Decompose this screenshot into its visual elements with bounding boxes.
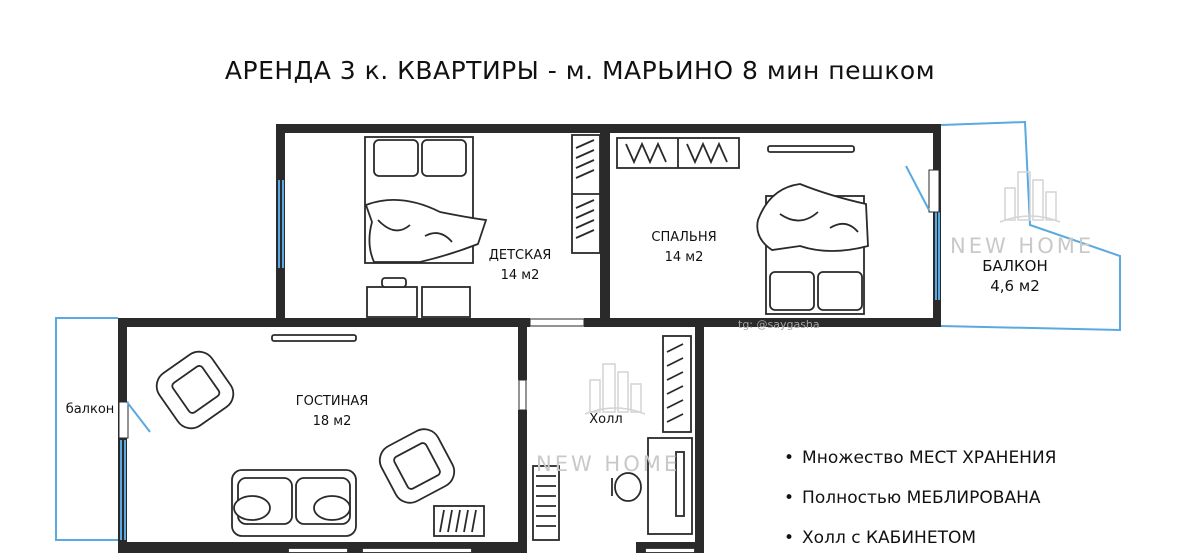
windows <box>55 120 1121 541</box>
sofa <box>231 469 357 537</box>
feature-text: Полностью МЕБЛИРОВАНА <box>802 488 1041 508</box>
furniture-bottom <box>361 547 473 553</box>
room-name: СПАЛЬНЯ <box>651 230 717 245</box>
armchair <box>155 350 235 430</box>
armchair <box>378 428 456 504</box>
listing-title: АРЕНДА 3 к. КВАРТИРЫ - м. МАРЬИНО 8 мин … <box>224 56 936 85</box>
room-name: ДЕТСКАЯ <box>488 248 552 263</box>
nightstands-detskaya <box>366 277 471 318</box>
shoe-rack <box>532 465 560 541</box>
shelf-gostinaya <box>433 505 485 537</box>
furniture-bottom <box>287 547 349 553</box>
room-name: Холл <box>589 412 623 427</box>
room-area: 18 м2 <box>312 414 352 429</box>
credit-text: tg: @saygasha <box>738 318 820 331</box>
furniture <box>155 134 869 553</box>
room-label-gostinaya: ГОСТИНАЯ 18 м2 <box>282 392 382 432</box>
watermark-logo <box>584 363 646 415</box>
room-name: БАЛКОН <box>982 257 1048 275</box>
room-label-detskaya: ДЕТСКАЯ 14 м2 <box>470 246 570 286</box>
room-label-balkon-small: балкон <box>60 400 120 420</box>
feature-item: • Множество МЕСТ ХРАНЕНИЯ <box>784 438 1057 478</box>
room-label-balkon: БАЛКОН 4,6 м2 <box>965 256 1065 296</box>
wardrobe-spalnya <box>616 137 740 169</box>
furniture-bottom <box>644 547 696 553</box>
balcony-door <box>928 169 940 213</box>
balcony-door-swing <box>905 165 930 211</box>
room-name: ГОСТИНАЯ <box>295 394 369 409</box>
chair <box>611 472 642 502</box>
desk <box>647 437 693 535</box>
room-area: 14 м2 <box>664 250 704 265</box>
room-area: 4,6 м2 <box>990 277 1040 295</box>
room-area: 14 м2 <box>500 268 540 283</box>
bullet-dot: • <box>784 488 795 508</box>
room-name: балкон <box>65 402 115 417</box>
bullet-dot: • <box>784 448 795 468</box>
tv-gostinaya <box>271 334 357 342</box>
tv-spalnya <box>767 145 855 153</box>
feature-item: • Полностью МЕБЛИРОВАНА <box>784 478 1057 518</box>
bed-spalnya <box>756 183 869 315</box>
feature-item: • Холл с КАБИНЕТОМ <box>784 518 1057 558</box>
room-label-holl: Холл <box>566 410 646 430</box>
wardrobe-detskaya <box>571 134 601 254</box>
feature-text: Множество МЕСТ ХРАНЕНИЯ <box>802 448 1057 468</box>
watermark-text: NEW HOME <box>536 452 681 476</box>
feature-text: Холл с КАБИНЕТОМ <box>802 528 976 548</box>
room-label-spalnya: СПАЛЬНЯ 14 м2 <box>634 228 734 268</box>
watermark-text: NEW HOME <box>950 234 1095 258</box>
balcony-door-swing <box>126 401 151 433</box>
wardrobe-hall <box>662 335 692 433</box>
bed-detskaya <box>364 136 488 264</box>
features-list: • Множество МЕСТ ХРАНЕНИЯ • Полностью МЕБЛ… <box>784 438 1057 558</box>
door-gap <box>529 318 585 327</box>
balcony-door <box>118 401 129 439</box>
watermark-logo <box>999 171 1061 223</box>
bullet-dot: • <box>784 528 795 548</box>
door-gap <box>518 379 527 411</box>
